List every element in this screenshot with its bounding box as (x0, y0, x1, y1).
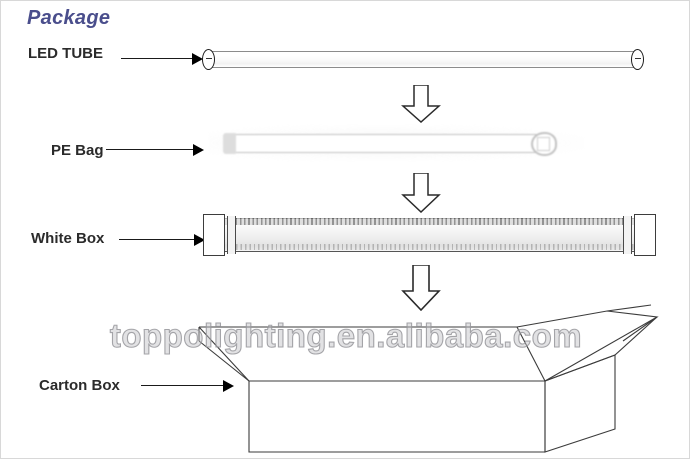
pointer-arrow-white-box-icon (119, 234, 207, 246)
led-tube-end-cap-right (631, 49, 644, 70)
label-led-tube: LED TUBE (28, 45, 103, 62)
down-arrow-icon-led-to-pe (399, 85, 443, 123)
white-box-end-left (203, 214, 225, 256)
pe-bag-left-seal (223, 133, 236, 154)
white-box-bottom-hatch (223, 244, 641, 250)
pointer-shaft (106, 149, 194, 151)
label-white-box: White Box (31, 230, 105, 247)
led-tube-end-cap-left (202, 49, 215, 70)
pointer-head (193, 144, 204, 156)
pe-bag-right-inner (537, 137, 550, 151)
pointer-arrow-led-tube-icon (121, 53, 203, 65)
led-tube-body (209, 51, 637, 68)
pe-bag-body (231, 134, 543, 153)
white-box-ring-left (227, 216, 236, 254)
page-title: Package (27, 7, 111, 29)
white-box-end-right (634, 214, 656, 256)
white-box-ring-right (623, 216, 632, 254)
carton-box-illustration (187, 289, 667, 457)
pointer-shaft (141, 385, 224, 387)
pointer-shaft (121, 58, 193, 60)
pointer-head (192, 53, 203, 65)
led-tube-illustration (201, 49, 645, 71)
label-pe-bag: PE Bag (51, 142, 104, 159)
pointer-head (194, 234, 205, 246)
label-carton-box: Carton Box (39, 377, 120, 394)
pointer-arrow-carton-box-icon (141, 380, 236, 392)
down-arrow-icon-pe-to-whitebox (399, 173, 443, 213)
led-tube-pin-left (206, 58, 212, 60)
down-arrow-icon-whitebox-to-carton (399, 265, 443, 311)
white-box-illustration (201, 212, 659, 258)
pointer-shaft (119, 239, 195, 241)
pe-bag-right-cap (531, 132, 557, 156)
pointer-arrow-pe-bag-icon (106, 144, 206, 156)
pointer-head (223, 380, 234, 392)
pe-bag-illustration (209, 123, 584, 163)
white-box-top-hatch (223, 218, 641, 225)
led-tube-pin-right (635, 58, 641, 60)
